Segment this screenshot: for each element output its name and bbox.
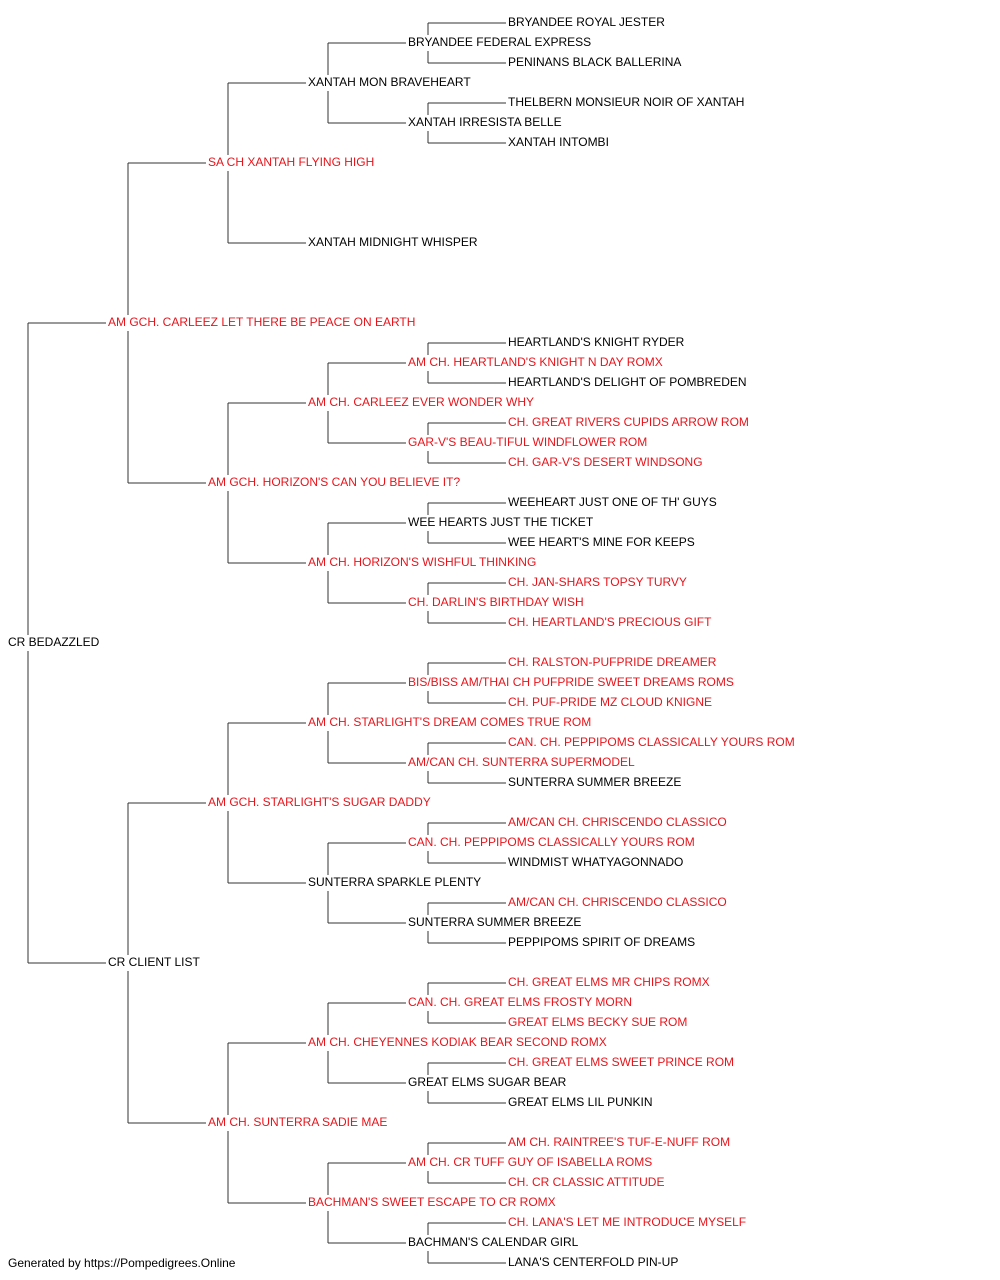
pedigree-name-g5-30: CH. LANA'S LET ME INTRODUCE MYSELF <box>508 1215 746 1229</box>
pedigree-name-g5-28: AM CH. RAINTREE'S TUF-E-NUFF ROM <box>508 1135 730 1149</box>
pedigree-name-g1-1: CR CLIENT LIST <box>108 955 200 969</box>
pedigree-name-g4-15: BACHMAN'S CALENDAR GIRL <box>408 1235 579 1249</box>
pedigree-name-g5-29: CH. CR CLASSIC ATTITUDE <box>508 1175 664 1189</box>
pedigree-name-g4-10: CAN. CH. PEPPIPOMS CLASSICALLY YOURS ROM <box>408 835 695 849</box>
pedigree-name-g5-3: XANTAH INTOMBI <box>508 135 609 149</box>
pedigree-name-g4-0: BRYANDEE FEDERAL EXPRESS <box>408 35 591 49</box>
pedigree-name-g5-13: WEE HEART'S MINE FOR KEEPS <box>508 535 695 549</box>
pedigree-name-g4-1: XANTAH IRRESISTA BELLE <box>408 115 562 129</box>
generated-by-footer: Generated by https://Pompedigrees.Online <box>8 1256 236 1270</box>
pedigree-name-g5-26: CH. GREAT ELMS SWEET PRINCE ROM <box>508 1055 734 1069</box>
pedigree-name-g5-12: WEEHEART JUST ONE OF TH' GUYS <box>508 495 717 509</box>
pedigree-name-g5-25: GREAT ELMS BECKY SUE ROM <box>508 1015 687 1029</box>
pedigree-name-g4-7: CH. DARLIN'S BIRTHDAY WISH <box>408 595 584 609</box>
pedigree-name-g5-21: WINDMIST WHATYAGONNADO <box>508 855 683 869</box>
pedigree-name-g4-4: AM CH. HEARTLAND'S KNIGHT N DAY ROMX <box>408 355 663 369</box>
pedigree-name-g5-16: CH. RALSTON-PUFPRIDE DREAMER <box>508 655 717 669</box>
pedigree-name-g2-1: AM GCH. HORIZON'S CAN YOU BELIEVE IT? <box>208 475 460 489</box>
pedigree-name-g3-2: AM CH. CARLEEZ EVER WONDER WHY <box>308 395 534 409</box>
pedigree-name-g5-1: PENINANS BLACK BALLERINA <box>508 55 681 69</box>
pedigree-name-g2-0: SA CH XANTAH FLYING HIGH <box>208 155 374 169</box>
pedigree-name-g1-0: AM GCH. CARLEEZ LET THERE BE PEACE ON EA… <box>108 315 415 329</box>
pedigree-name-g4-6: WEE HEARTS JUST THE TICKET <box>408 515 594 529</box>
pedigree-name-g3-0: XANTAH MON BRAVEHEART <box>308 75 471 89</box>
pedigree-name-g5-27: GREAT ELMS LIL PUNKIN <box>508 1095 653 1109</box>
pedigree-name-g5-19: SUNTERRA SUMMER BREEZE <box>508 775 681 789</box>
pedigree-name-g3-3: AM CH. HORIZON'S WISHFUL THINKING <box>308 555 536 569</box>
pedigree-name-g5-15: CH. HEARTLAND'S PRECIOUS GIFT <box>508 615 712 629</box>
pedigree-name-g3-1: XANTAH MIDNIGHT WHISPER <box>308 235 478 249</box>
pedigree-name-g4-14: AM CH. CR TUFF GUY OF ISABELLA ROMS <box>408 1155 652 1169</box>
pedigree-name-g5-14: CH. JAN-SHARS TOPSY TURVY <box>508 575 687 589</box>
pedigree-name-g5-18: CAN. CH. PEPPIPOMS CLASSICALLY YOURS ROM <box>508 735 795 749</box>
pedigree-name-g5-10: CH. GREAT RIVERS CUPIDS ARROW ROM <box>508 415 749 429</box>
pedigree-name-g0-0: CR BEDAZZLED <box>8 635 100 649</box>
pedigree-name-g4-8: BIS/BISS AM/THAI CH PUFPRIDE SWEET DREAM… <box>408 675 734 689</box>
pedigree-name-g5-2: THELBERN MONSIEUR NOIR OF XANTAH <box>508 95 744 109</box>
pedigree-name-g5-17: CH. PUF-PRIDE MZ CLOUD KNIGNE <box>508 695 712 709</box>
pedigree-name-g5-0: BRYANDEE ROYAL JESTER <box>508 15 665 29</box>
pedigree-name-g5-9: HEARTLAND'S DELIGHT OF POMBREDEN <box>508 375 747 389</box>
pedigree-name-g4-9: AM/CAN CH. SUNTERRA SUPERMODEL <box>408 755 635 769</box>
pedigree-name-g2-2: AM GCH. STARLIGHT'S SUGAR DADDY <box>208 795 431 809</box>
pedigree-name-g2-3: AM CH. SUNTERRA SADIE MAE <box>208 1115 387 1129</box>
pedigree-name-g5-20: AM/CAN CH. CHRISCENDO CLASSICO <box>508 815 727 829</box>
pedigree-name-g4-12: CAN. CH. GREAT ELMS FROSTY MORN <box>408 995 632 1009</box>
pedigree-name-g4-5: GAR-V'S BEAU-TIFUL WINDFLOWER ROM <box>408 435 647 449</box>
pedigree-name-g5-8: HEARTLAND'S KNIGHT RYDER <box>508 335 685 349</box>
pedigree-name-g5-31: LANA'S CENTERFOLD PIN-UP <box>508 1255 678 1269</box>
pedigree-name-g3-7: BACHMAN'S SWEET ESCAPE TO CR ROMX <box>308 1195 556 1209</box>
pedigree-name-g5-24: CH. GREAT ELMS MR CHIPS ROMX <box>508 975 710 989</box>
pedigree-name-g5-11: CH. GAR-V'S DESERT WINDSONG <box>508 455 703 469</box>
pedigree-name-g4-11: SUNTERRA SUMMER BREEZE <box>408 915 581 929</box>
pedigree-name-g3-6: AM CH. CHEYENNES KODIAK BEAR SECOND ROMX <box>308 1035 607 1049</box>
pedigree-name-g4-13: GREAT ELMS SUGAR BEAR <box>408 1075 567 1089</box>
pedigree-name-g5-23: PEPPIPOMS SPIRIT OF DREAMS <box>508 935 695 949</box>
pedigree-name-g3-4: AM CH. STARLIGHT'S DREAM COMES TRUE ROM <box>308 715 591 729</box>
pedigree-name-g3-5: SUNTERRA SPARKLE PLENTY <box>308 875 481 889</box>
pedigree-name-g5-22: AM/CAN CH. CHRISCENDO CLASSICO <box>508 895 727 909</box>
